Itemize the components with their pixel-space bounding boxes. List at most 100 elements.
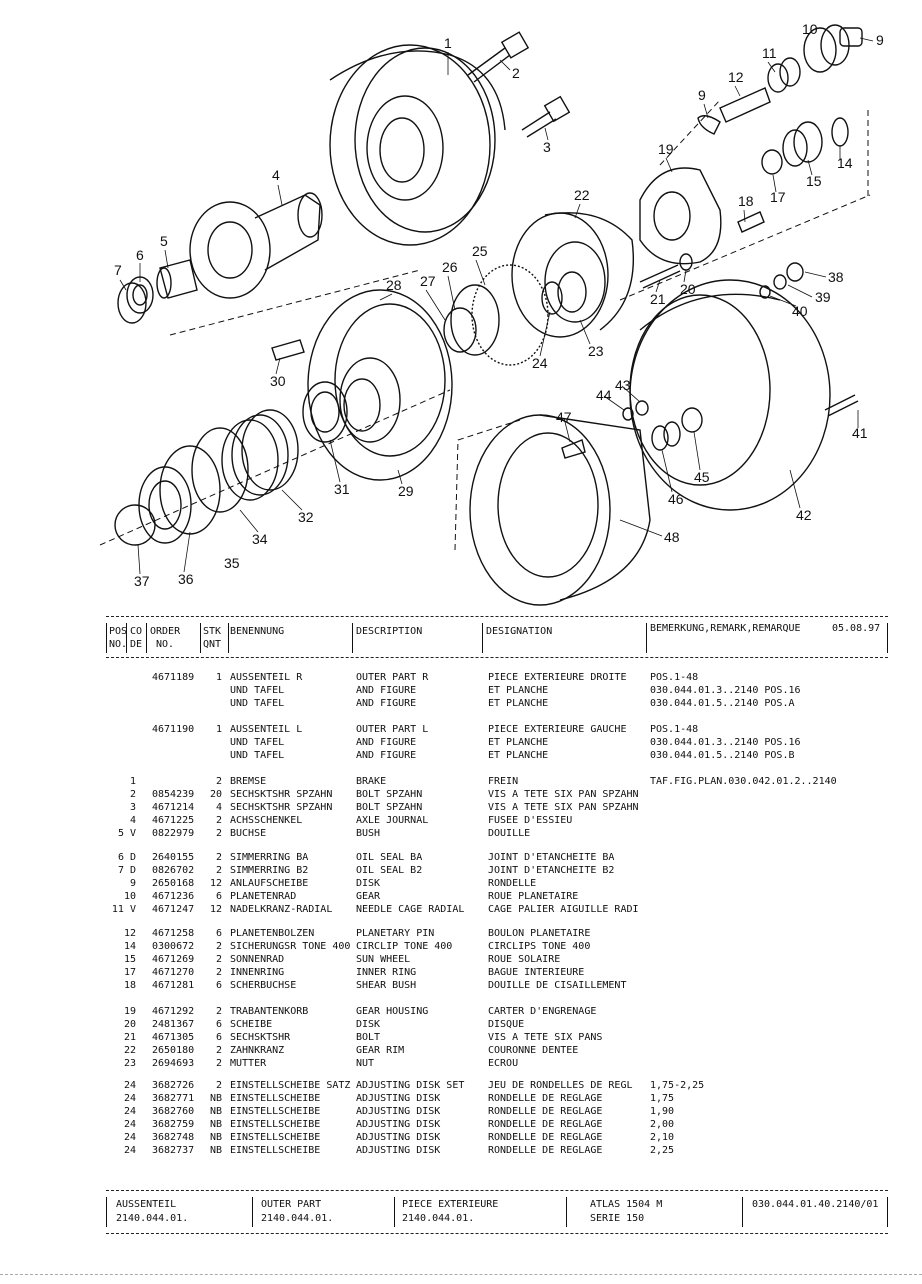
cell-rem: 2,00: [650, 1118, 675, 1130]
callout: 20: [680, 281, 696, 297]
cell-en: NEEDLE CAGE RADIAL: [356, 903, 465, 915]
callout: 23: [588, 343, 604, 359]
cell-qty: 6: [215, 890, 222, 902]
cell-en: ADJUSTING DISK: [356, 1105, 441, 1117]
cell-fr: CIRCLIPS TONE 400: [488, 940, 591, 952]
bolt-part-21: [639, 264, 681, 289]
cell-de: SICHERUNGSR TONE 400: [230, 940, 351, 952]
cell-rem: 2,10: [650, 1131, 675, 1143]
cell-pos: 1: [129, 776, 136, 787]
cell-order: 0822979: [152, 827, 195, 839]
cell-pos: 24: [123, 1105, 136, 1117]
cell-qty: NB: [209, 1131, 222, 1143]
o-ring-part-37: [114, 504, 156, 546]
cell-pos: 22: [123, 1044, 136, 1056]
cell-en: BUSH: [356, 827, 381, 839]
cell-en: OIL SEAL B2: [356, 864, 423, 876]
cell-order: 4671247: [152, 903, 195, 915]
disk-part-20: [679, 253, 693, 271]
piston-part-36: [138, 466, 192, 544]
cell-pos: 24: [123, 1080, 136, 1091]
cell-fr: BOULON PLANETAIRE: [488, 928, 591, 939]
header-pos: POS: [109, 626, 128, 637]
ring-part-40: [759, 285, 771, 299]
callout: 42: [796, 507, 812, 523]
cell-de: UND TAFEL: [230, 697, 285, 709]
callout: 12: [728, 69, 744, 85]
header-date: 05.08.97: [832, 623, 881, 634]
callout: 19: [658, 141, 674, 157]
callout: 36: [178, 571, 194, 587]
cell-qty: 1: [215, 724, 222, 735]
cell-fr: ECROU: [488, 1057, 519, 1069]
cell-en: AXLE JOURNAL: [356, 814, 429, 826]
gear-housing-part-19: [639, 167, 722, 265]
cell-fr: DISQUE: [488, 1018, 525, 1030]
cell-en: ADJUSTING DISK: [356, 1131, 441, 1143]
callout: 38: [828, 269, 844, 285]
header-order-no: NO.: [156, 639, 175, 650]
cell-de: EINSTELLSCHEIBE: [230, 1092, 321, 1104]
cell-pos: 11 V: [111, 903, 136, 915]
cell-de: SIMMERRING B2: [230, 864, 309, 876]
callout: 21: [650, 291, 666, 307]
cell-qty: 6: [215, 1031, 222, 1043]
callout: 18: [738, 193, 754, 209]
cell-fr: CARTER D'ENGRENAGE: [488, 1006, 597, 1017]
cell-pos: 21: [123, 1031, 136, 1043]
planet-carrier-part-28: [307, 289, 453, 481]
cell-pos: 4: [129, 814, 136, 826]
cell-qty: 12: [209, 903, 222, 915]
cell-pos: 7 D: [117, 864, 136, 876]
cell-en: NUT: [356, 1057, 375, 1069]
cell-order: 4671281: [152, 979, 195, 991]
cell-de: NADELKRANZ-RADIAL: [230, 903, 333, 915]
document-footer: AUSSENTEIL 2140.044.01. OUTER PART 2140.…: [106, 1190, 888, 1234]
cell-rem: TAF.FIG.PLAN.030.042.01.2..2140: [650, 776, 837, 787]
cell-order: 3682748: [152, 1131, 195, 1143]
cell-order: 2481367: [152, 1018, 195, 1030]
cell-rem: POS.1-48: [650, 672, 699, 683]
cell-qty: 6: [215, 1018, 222, 1030]
cell-de: BUCHSE: [230, 827, 267, 839]
adjusting-disk-part-24: [541, 281, 563, 315]
cell-pos: 19: [123, 1006, 136, 1017]
cell-pos: 6 D: [117, 852, 136, 863]
cell-order: 3682737: [152, 1144, 195, 1156]
seal-part-44: [622, 407, 634, 421]
cell-de: INNENRING: [230, 966, 285, 978]
callout: 47: [556, 409, 572, 425]
axle-journal-part-4: [189, 192, 323, 299]
cell-qty: 2: [215, 852, 222, 863]
cell-en: OIL SEAL BA: [356, 852, 423, 863]
cell-en: BOLT SPZAHN: [356, 801, 423, 813]
cell-order: 4671305: [152, 1031, 195, 1043]
inner-ring-part-17: [761, 149, 783, 175]
callout: 34: [252, 531, 268, 547]
disk-part-9: [697, 27, 863, 135]
cell-de: EINSTELLSCHEIBE SATZ: [230, 1080, 351, 1091]
cell-fr: BAGUE INTERIEURE: [488, 966, 585, 978]
cell-en: DISK: [356, 877, 381, 889]
cell-de: SCHERBUCHSE: [230, 979, 297, 991]
cell-rem: 030.044.01.5..2140 POS.B: [650, 749, 795, 761]
callout: 9: [876, 32, 884, 48]
cell-en: DISK: [356, 1018, 381, 1030]
cell-en: SUN WHEEL: [356, 953, 411, 965]
cell-en: CIRCLIP TONE 400: [356, 940, 453, 952]
ring-gear-part-25: [471, 264, 549, 366]
shear-bush-part-18: [737, 211, 765, 233]
callout: 30: [270, 373, 286, 389]
footer-fr-name: PIECE EXTERIEURE: [402, 1199, 499, 1210]
cell-pos: 17: [123, 966, 136, 978]
cell-order: 4671258: [152, 928, 195, 939]
footer-model: ATLAS 1504 M: [590, 1199, 663, 1210]
cell-fr: VIS A TETE SIX PAN SPZAHN: [488, 788, 639, 800]
cell-order: 4671292: [152, 1006, 195, 1017]
cell-fr: RONDELLE: [488, 877, 537, 889]
cell-en: BRAKE: [356, 776, 387, 787]
fitting-part-45: [681, 407, 703, 433]
sun-wheel-part-15: [782, 121, 823, 167]
cell-fr: ET PLANCHE: [488, 749, 549, 761]
cell-fr: FREIN: [488, 776, 519, 787]
